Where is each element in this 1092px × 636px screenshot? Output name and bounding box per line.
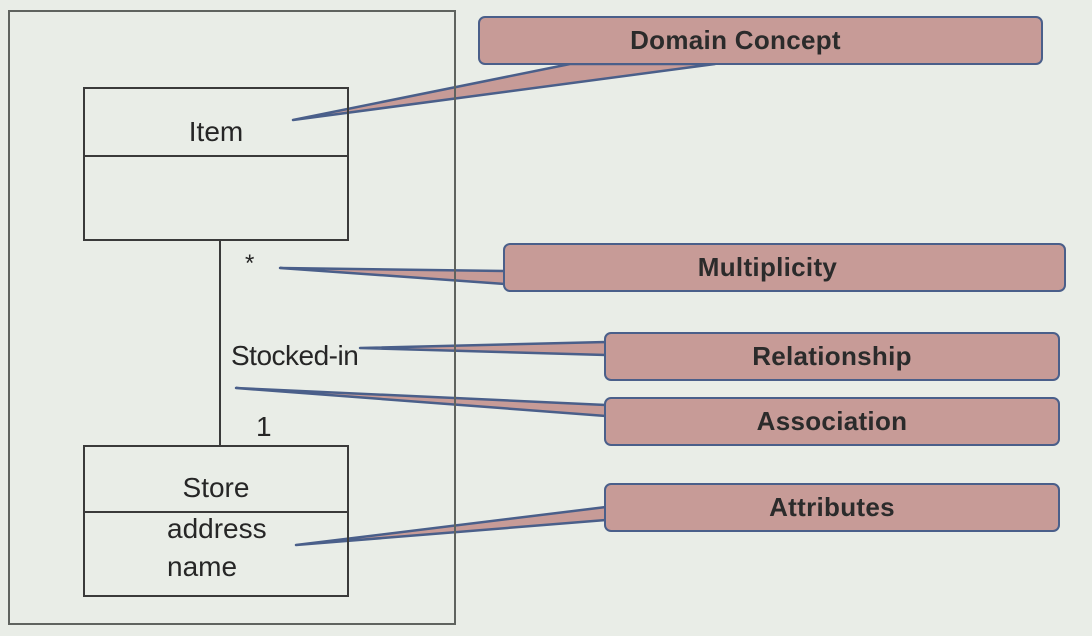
relationship-callout-label: Relationship bbox=[752, 341, 912, 371]
item-class-name: Item bbox=[188, 116, 244, 147]
diagram-frame bbox=[8, 10, 456, 625]
store-attribute-address: address bbox=[167, 513, 267, 544]
item-class-divider bbox=[85, 155, 347, 157]
multiplicity-one-label: 1 bbox=[256, 411, 272, 442]
store-class-name: Store bbox=[182, 472, 250, 503]
store-class-box: Store address name bbox=[83, 445, 349, 597]
association-callout: Association bbox=[604, 397, 1060, 446]
item-class-box: Item bbox=[83, 87, 349, 241]
attributes-callout-label: Attributes bbox=[769, 492, 895, 522]
domain-concept-callout: Domain Concept bbox=[478, 16, 1043, 65]
store-class-divider bbox=[85, 511, 347, 513]
multiplicity-callout: Multiplicity bbox=[503, 243, 1066, 292]
association-callout-label: Association bbox=[756, 406, 908, 436]
association-name-label: Stocked-in bbox=[231, 340, 359, 371]
multiplicity-many-label: * bbox=[245, 250, 255, 277]
multiplicity-callout-label: Multiplicity bbox=[697, 252, 838, 282]
association-line bbox=[219, 240, 221, 446]
store-attribute-name: name bbox=[167, 551, 238, 582]
attributes-callout: Attributes bbox=[604, 483, 1060, 532]
relationship-callout: Relationship bbox=[604, 332, 1060, 381]
domain-concept-callout-label: Domain Concept bbox=[630, 25, 841, 55]
